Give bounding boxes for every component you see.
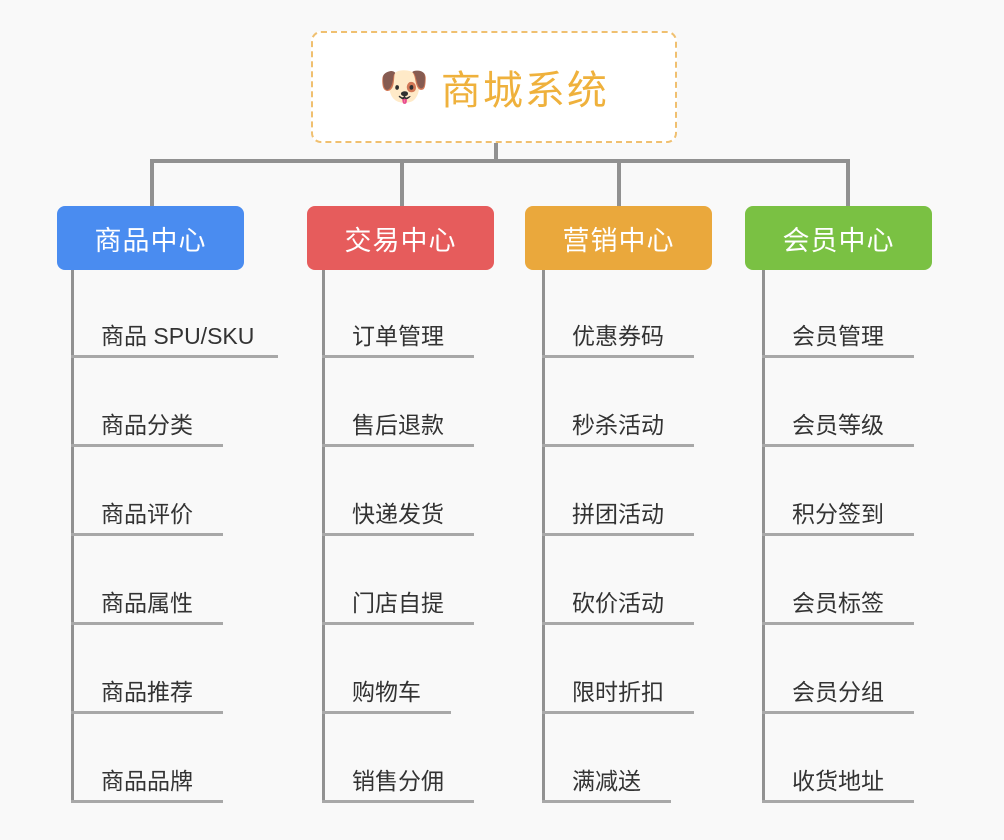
leaf-label: 购物车 [352,679,421,705]
leaf-label: 会员分组 [792,679,884,705]
leaf-label: 销售分佣 [352,768,444,794]
leaf-underline [542,355,694,358]
category-box-marketing-center[interactable]: 营销中心 [525,206,712,270]
leaf-underline [762,622,914,625]
leaf-label: 商品推荐 [101,679,193,705]
leaf-label: 商品 SPU/SKU [101,323,255,349]
branch-drop-line-3 [617,159,621,207]
category-box-member-center[interactable]: 会员中心 [745,206,932,270]
leaf-underline [71,711,223,714]
leaf-label: 门店自提 [352,590,444,616]
leaf-label: 会员管理 [792,323,884,349]
leaf-underline [322,444,474,447]
leaf-label: 商品属性 [101,590,193,616]
leaf-underline [762,355,914,358]
leaf-underline [71,622,223,625]
leaf-label: 会员标签 [792,590,884,616]
category-label: 交易中心 [344,225,457,256]
branch-drop-line-1 [150,159,154,207]
leaf-label: 优惠券码 [572,323,664,349]
leaf-label: 拼团活动 [572,501,664,527]
leaf-underline [762,800,914,803]
leaf-label: 快递发货 [352,501,444,527]
leaf-label: 商品评价 [101,501,193,527]
root-node[interactable]: 🐶 商城系统 [311,31,677,143]
leaf-underline [71,444,223,447]
leaf-underline [322,355,474,358]
leaf-label: 会员等级 [792,412,884,438]
category-box-product-center[interactable]: 商品中心 [57,206,244,270]
leaf-underline [542,711,694,714]
leaf-underline [71,800,223,803]
category-box-trade-center[interactable]: 交易中心 [307,206,494,270]
leaf-underline [542,800,671,803]
leaf-underline [762,711,914,714]
leaf-underline [322,533,474,536]
root-stem-line [494,143,498,162]
leaf-label: 订单管理 [352,323,444,349]
leaf-label: 商品品牌 [101,768,193,794]
category-label: 营销中心 [562,225,675,256]
leaf-underline [762,533,914,536]
category-label: 商品中心 [94,225,207,256]
category-label: 会员中心 [782,225,895,256]
leaf-label: 限时折扣 [572,679,664,705]
leaf-underline [322,622,474,625]
leaf-label: 收货地址 [792,768,884,794]
branch-bus-line [150,159,850,163]
leaf-underline [762,444,914,447]
leaf-underline [542,533,694,536]
leaf-underline [71,355,278,358]
leaf-label: 砍价活动 [572,590,664,616]
leaf-label: 商品分类 [101,412,193,438]
leaf-underline [71,533,223,536]
leaf-underline [322,711,451,714]
leaf-underline [542,444,694,447]
leaf-label: 满减送 [572,768,641,794]
dog-face-icon: 🐶 [379,65,429,109]
branch-drop-line-2 [400,159,404,207]
branch-drop-line-4 [846,159,850,207]
leaf-underline [542,622,694,625]
leaf-label: 售后退款 [352,412,444,438]
leaf-label: 积分签到 [792,501,884,527]
root-title: 商城系统 [440,69,609,113]
leaf-underline [322,800,474,803]
leaf-label: 秒杀活动 [572,412,664,438]
